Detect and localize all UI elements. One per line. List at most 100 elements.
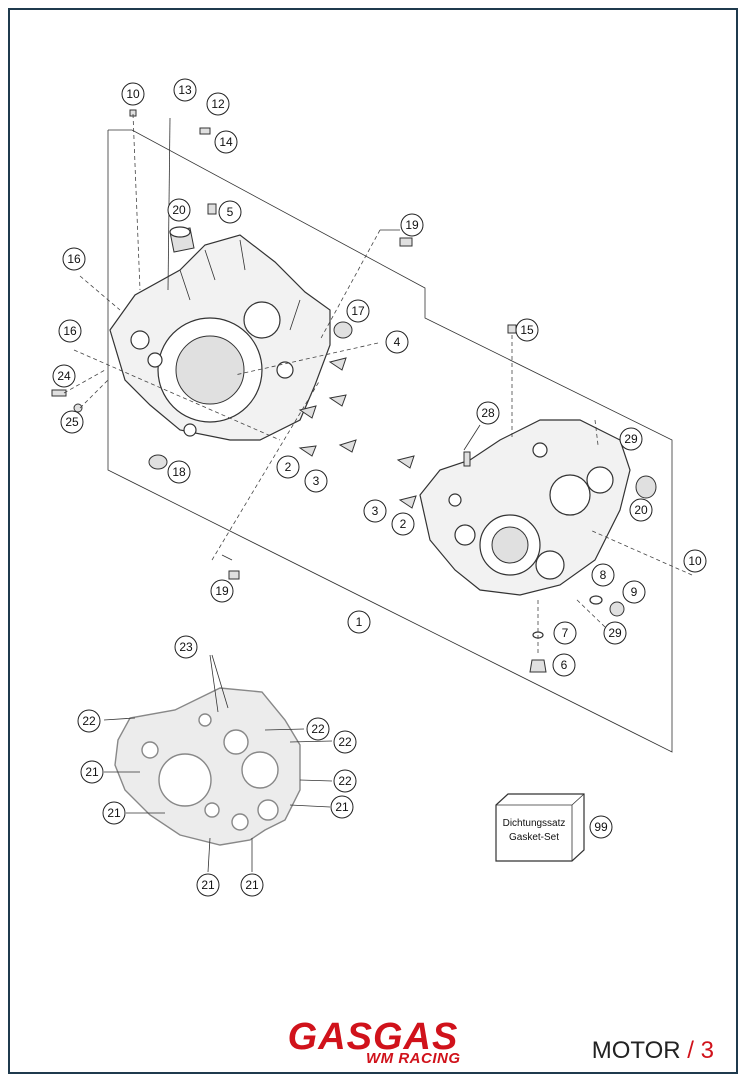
svg-text:3: 3 [372,504,379,518]
callout-22-left: 22 [77,709,101,733]
svg-text:29: 29 [608,626,622,640]
svg-text:21: 21 [201,878,215,892]
callout-12: 12 [206,92,230,116]
svg-text:16: 16 [63,324,77,338]
svg-text:22: 22 [311,722,325,736]
svg-text:99: 99 [594,820,608,834]
callout-5: 5 [218,200,242,224]
callout-9: 9 [622,580,646,604]
svg-text:2: 2 [285,460,292,474]
callout-22-right-c: 22 [333,769,357,793]
svg-text:2: 2 [400,517,407,531]
svg-text:1: 1 [356,615,363,629]
callout-18: 18 [167,460,191,484]
section-title: MOTOR / 3 [592,1037,714,1065]
svg-text:21: 21 [335,800,349,814]
svg-text:6: 6 [561,658,568,672]
callout-17: 17 [346,299,370,323]
svg-text:21: 21 [245,878,259,892]
svg-text:16: 16 [67,252,81,266]
callout-14: 14 [214,130,238,154]
svg-text:23: 23 [179,640,193,654]
section-name: MOTOR [591,1037,681,1064]
svg-text:20: 20 [172,203,186,217]
gasket-view-crankcase [103,654,333,873]
svg-text:21: 21 [85,765,99,779]
gasket-set-box: Dichtungssatz Gasket-Set [495,793,585,862]
callout-21-bottom-b: 21 [240,873,264,897]
svg-text:10: 10 [126,87,140,101]
brand-name: GASGAS [287,1016,459,1058]
callout-10-top: 10 [121,82,145,106]
callout-4: 4 [385,330,409,354]
callout-15: 15 [515,318,539,342]
callouts: 10 13 12 14 20 5 19 16 17 4 16 24 25 18 … [52,78,707,897]
svg-text:22: 22 [338,774,352,788]
svg-text:18: 18 [172,465,186,479]
svg-text:7: 7 [562,626,569,640]
callout-2-left: 2 [276,455,300,479]
svg-text:25: 25 [65,415,79,429]
svg-text:9: 9 [631,585,638,599]
svg-text:5: 5 [227,205,234,219]
callout-21-right: 21 [330,795,354,819]
callout-19-bottom: 19 [210,579,234,603]
page-border [8,8,738,1074]
right-crankcase-half [419,419,631,596]
callout-19-top: 19 [400,213,424,237]
callout-6: 6 [552,653,576,677]
svg-text:19: 19 [405,218,419,232]
callout-28: 28 [476,401,500,425]
svg-text:14: 14 [219,135,233,149]
left-crankcase-half [109,234,331,441]
callout-16-top: 16 [62,247,86,271]
callout-7: 7 [553,621,577,645]
svg-text:19: 19 [215,584,229,598]
callout-10-right: 10 [683,549,707,573]
callout-8: 8 [591,563,615,587]
svg-text:22: 22 [338,735,352,749]
callout-21-left-a: 21 [80,760,104,784]
callout-21-bottom-a: 21 [196,873,220,897]
svg-text:20: 20 [634,503,648,517]
svg-text:10: 10 [688,554,702,568]
callout-22-right-b: 22 [333,730,357,754]
callout-2-right: 2 [391,512,415,536]
callout-29-top: 29 [619,427,643,451]
svg-text:15: 15 [520,323,534,337]
callout-3-right: 3 [363,499,387,523]
callout-3-left: 3 [304,469,328,493]
callout-24: 24 [52,364,76,388]
callout-99: 99 [589,815,613,839]
section-separator: / [687,1037,694,1064]
callout-13: 13 [173,78,197,102]
callout-25: 25 [60,410,84,434]
svg-text:29: 29 [624,432,638,446]
gasket-set-label-en: Gasket-Set [509,832,559,843]
svg-text:17: 17 [351,304,365,318]
assembly-outline [107,129,673,753]
callout-20-right: 20 [629,498,653,522]
brand-subline: WM RACING [366,1050,461,1067]
svg-text:28: 28 [481,406,495,420]
small-parts [51,109,657,673]
svg-text:21: 21 [107,806,121,820]
callout-1: 1 [347,610,371,634]
svg-text:3: 3 [313,474,320,488]
svg-text:8: 8 [600,568,607,582]
gasgas-logo: GASGAS WM RACING [262,1018,484,1068]
callout-23: 23 [174,635,198,659]
callout-21-left-b: 21 [102,801,126,825]
svg-text:24: 24 [57,369,71,383]
callout-29-bottom: 29 [603,621,627,645]
callout-16-mid: 16 [58,319,82,343]
svg-text:22: 22 [82,714,96,728]
section-number: 3 [700,1037,714,1064]
gasket-set-label-de: Dichtungssatz [503,818,566,829]
svg-text:13: 13 [178,83,192,97]
svg-text:12: 12 [211,97,225,111]
callout-22-right-a: 22 [306,717,330,741]
svg-text:4: 4 [394,335,401,349]
callout-20-left: 20 [167,198,191,222]
